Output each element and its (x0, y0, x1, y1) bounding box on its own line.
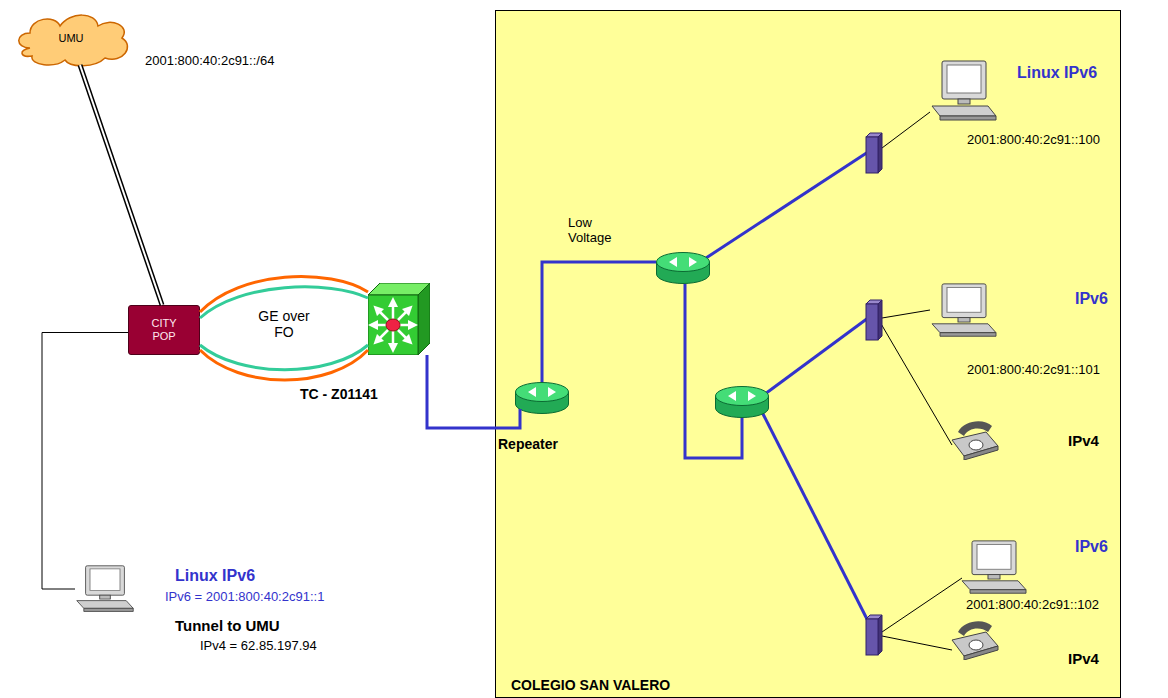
cable-line (882, 636, 952, 650)
node-label: Linux IPv6 (1017, 64, 1097, 82)
ph-icon (952, 421, 998, 460)
tower-symbol (866, 300, 882, 340)
phone-node: IPv4 (950, 418, 1000, 460)
node-label: CITY POP (146, 317, 182, 342)
node-label: TC - Z01141 (300, 386, 378, 402)
site-region: COLEGIO SAN VALERORepeaterLinux IPv62001… (495, 10, 1121, 698)
router-symbol (716, 387, 769, 418)
switch-node: TC - Z01141 (368, 283, 430, 355)
connector-line (427, 355, 520, 428)
cloud-node: UMU (10, 8, 132, 68)
tower-symbol (866, 615, 882, 655)
connector (80, 65, 162, 305)
ph-icon (950, 418, 1000, 460)
connector-line (42, 333, 128, 590)
low-voltage-line (685, 284, 742, 458)
sw-icon (368, 283, 430, 355)
blue-links (542, 152, 870, 625)
connector (200, 277, 368, 380)
cable-line (882, 578, 962, 632)
sw-icon (368, 283, 430, 355)
pc-icon (75, 565, 135, 613)
pc-icon (932, 284, 996, 336)
ph-icon (952, 621, 998, 660)
connector-line (80, 65, 162, 305)
pc-icon (962, 541, 1026, 593)
connector-label: GE over FO (252, 308, 316, 340)
pc-icon (77, 566, 133, 612)
node-label: Linux IPv6 (175, 567, 255, 585)
pc-icon (960, 540, 1028, 595)
low-voltage-line (706, 152, 868, 258)
cable-line (882, 112, 930, 148)
computer-node: IPv62001:800:40:2c91::101 (930, 283, 998, 338)
line-label: Low Voltage (568, 216, 620, 246)
cable-line (880, 322, 952, 445)
connector (42, 333, 128, 590)
node-label: UMU (58, 32, 83, 45)
phone-node: IPv4 (950, 618, 1000, 660)
node-label: IPv4 (1068, 432, 1099, 449)
computer-node: Linux IPv6IPv6 = 2001:800:40:2c91::1Tunn… (75, 565, 135, 613)
rt-icon (515, 382, 569, 414)
router-symbol (657, 253, 710, 284)
repeater-node: Repeater (515, 382, 569, 414)
connector-label: 2001:800:40:2c91::/64 (145, 54, 274, 69)
node-label: Repeater (498, 436, 558, 452)
node-label: IPv4 = 62.85.197.94 (200, 639, 317, 654)
computer-node: Linux IPv62001:800:40:2c91::100 (930, 60, 998, 122)
tower-symbol (866, 133, 882, 173)
node-label: 2001:800:40:2c91::101 (967, 363, 1100, 378)
pc-icon (932, 61, 996, 120)
node-label: Tunnel to UMU (175, 617, 280, 634)
ph-icon (950, 618, 1000, 660)
node-label: IPv6 = 2001:800:40:2c91::1 (165, 590, 324, 605)
pop-box: CITY POP (128, 305, 200, 355)
node-label: COLEGIO SAN VALERO (511, 677, 670, 693)
computer-node: IPv62001:800:40:2c91::102 (960, 540, 1028, 595)
cable-line (882, 310, 930, 318)
connector (427, 355, 520, 428)
cloud-icon (19, 15, 128, 66)
node-label: IPv6 (1075, 290, 1108, 308)
node-label: 2001:800:40:2c91::102 (966, 598, 1099, 613)
connector-line (200, 277, 368, 312)
pc-icon (930, 60, 998, 122)
connector-line (200, 350, 368, 380)
pc-icon (930, 283, 998, 338)
rt-icon (516, 383, 569, 414)
node-label: 2001:800:40:2c91::100 (967, 133, 1100, 148)
ethernet-links (880, 112, 962, 650)
connector-line (80, 65, 162, 305)
node-label: IPv4 (1068, 650, 1099, 667)
node-label: IPv6 (1075, 538, 1108, 556)
low-voltage-line (542, 262, 656, 382)
low-voltage-line (765, 318, 868, 394)
low-voltage-line (762, 412, 870, 625)
